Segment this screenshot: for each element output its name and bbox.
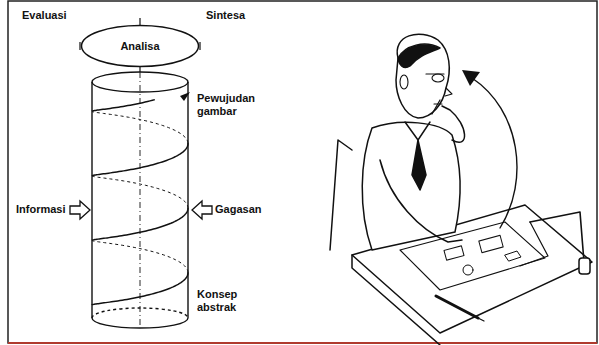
input-arrow	[192, 201, 212, 219]
spiral-line	[92, 240, 188, 272]
tick-marks	[80, 18, 200, 72]
arrow-head	[462, 70, 480, 86]
designer-figure	[330, 34, 592, 345]
spiral-line	[92, 208, 188, 240]
spiral-arrow	[180, 92, 190, 101]
stage-label: Konsep abstrak	[197, 288, 251, 313]
input-arrow	[70, 201, 90, 219]
input-label: Gagasan	[215, 203, 261, 216]
spiral-line	[92, 100, 155, 112]
spiral-line	[92, 176, 188, 208]
spiral	[92, 100, 188, 305]
frame	[8, 1, 597, 343]
cylinder	[92, 72, 188, 328]
spiral-line	[92, 143, 188, 176]
process-label: Sintesa	[206, 9, 245, 22]
spiral-line	[92, 111, 188, 142]
input-label: Informasi	[16, 203, 66, 216]
spiral-line	[92, 272, 188, 305]
analysis-ellipse: Analisa	[80, 24, 200, 68]
node-text: Analisa	[120, 40, 159, 53]
process-label: Evaluasi	[22, 9, 67, 22]
frame-bottom	[8, 342, 597, 344]
stage-label: Pewujudan gambar	[197, 92, 265, 117]
